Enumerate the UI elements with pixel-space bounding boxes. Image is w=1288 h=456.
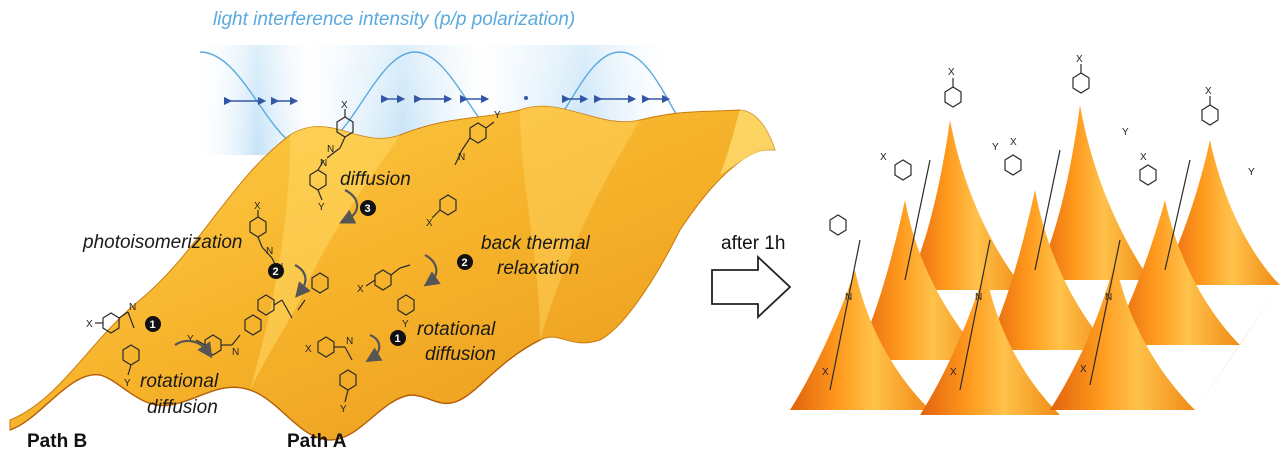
molecule-path-b <box>95 311 140 376</box>
atom-y-right: Y <box>494 110 501 121</box>
atom-x-center: X <box>357 284 364 295</box>
atom-y-top: Y <box>318 202 325 213</box>
pyr-atom-y-1: Y <box>992 142 999 153</box>
svg-text:3: 3 <box>365 203 371 215</box>
pyramid-molecules <box>829 64 1219 391</box>
atom-y-pathb: Y <box>124 378 131 389</box>
pyr-atom-y-3: Y <box>1248 167 1255 178</box>
pyr-atom-n-1: N <box>845 292 852 303</box>
label-path-b: Path B <box>27 431 87 452</box>
pyramid-f2 <box>920 270 1060 415</box>
pyramid-b2 <box>1035 105 1150 280</box>
light-interference-title: light interference intensity (p/p polari… <box>213 9 575 30</box>
label-rotational-left-1: rotational <box>140 371 219 392</box>
pyr-atom-x-1: X <box>948 67 955 78</box>
molecule-lower-center <box>317 336 357 403</box>
svg-text:1: 1 <box>395 333 401 345</box>
pyr-atom-n-3: N <box>1105 292 1112 303</box>
step-2-left-marker: 2 <box>268 263 284 279</box>
pyr-atom-x-9: X <box>1080 364 1087 375</box>
pyramid-array <box>790 105 1280 415</box>
atom-x-lower: X <box>305 344 312 355</box>
atom-x-top: X <box>341 100 348 111</box>
label-rotational-left-2: diffusion <box>147 397 218 418</box>
atom-y-center: Y <box>402 319 409 330</box>
svg-text:1: 1 <box>150 319 156 331</box>
atom-x-pathb: X <box>86 319 93 330</box>
label-back-thermal-2: relaxation <box>497 258 579 279</box>
pyr-atom-x-7: X <box>822 367 829 378</box>
pyr-atom-x-2: X <box>1076 54 1083 65</box>
step-3-marker: 3 <box>360 200 376 216</box>
pyr-atom-y-2: Y <box>1122 127 1129 138</box>
pyramid-b1 <box>905 120 1025 290</box>
pyramid-m3 <box>1110 200 1240 345</box>
atom-n-top2: N <box>320 158 327 169</box>
transition-arrow <box>711 254 792 320</box>
polarization-arrows <box>223 94 671 106</box>
step-markers: 3 2 2 1 1 <box>145 200 473 346</box>
atom-n-right1: N <box>458 152 465 163</box>
pyramid-f3 <box>1050 260 1195 410</box>
molecule-center <box>365 264 415 316</box>
molecule-mid-left <box>249 210 329 319</box>
atom-x-mid: X <box>254 201 261 212</box>
step-1-right-marker: 1 <box>390 330 406 346</box>
label-photoisomerization: photoisomerization <box>82 232 242 253</box>
label-diffusion: diffusion <box>340 169 411 190</box>
pyramid-m1 <box>855 200 985 360</box>
molecule-right-diag <box>431 121 495 219</box>
label-rotational-right-1: rotational <box>417 319 496 340</box>
atom-y-patha: Y <box>187 334 194 345</box>
svg-text:2: 2 <box>273 266 279 278</box>
label-path-a: Path A <box>287 431 347 452</box>
pyramid-m2 <box>985 190 1110 350</box>
pyr-atom-x-4: X <box>880 152 887 163</box>
rotation-arrows <box>174 189 441 362</box>
atom-n-lower: N <box>346 336 353 347</box>
pyr-atom-n-2: N <box>975 292 982 303</box>
step-2-right-marker: 2 <box>457 254 473 270</box>
pyr-atom-x-6: X <box>1140 152 1147 163</box>
pyr-atom-x-5: X <box>1010 137 1017 148</box>
pyramid-b3 <box>1160 140 1280 285</box>
label-after-1h: after 1h <box>721 233 785 254</box>
atom-n-top1: N <box>327 144 334 155</box>
label-back-thermal-1: back thermal <box>481 233 591 254</box>
pyr-atom-x-3: X <box>1205 86 1212 97</box>
pyr-atom-x-8: X <box>950 367 957 378</box>
svg-text:2: 2 <box>462 257 468 269</box>
atom-n-patha: N <box>232 347 239 358</box>
atom-n-pathb: N <box>129 302 136 313</box>
atom-y-lower: Y <box>340 404 347 415</box>
molecule-top <box>309 109 354 201</box>
step-1-left-marker: 1 <box>145 316 161 332</box>
atom-n-mid1: N <box>266 246 273 257</box>
label-rotational-right-2: diffusion <box>425 344 496 365</box>
atom-x-right: X <box>426 218 433 229</box>
azobenzene-molecules: X N N Y X N N Y N X <box>86 100 501 415</box>
pyramid-f1 <box>790 270 930 410</box>
